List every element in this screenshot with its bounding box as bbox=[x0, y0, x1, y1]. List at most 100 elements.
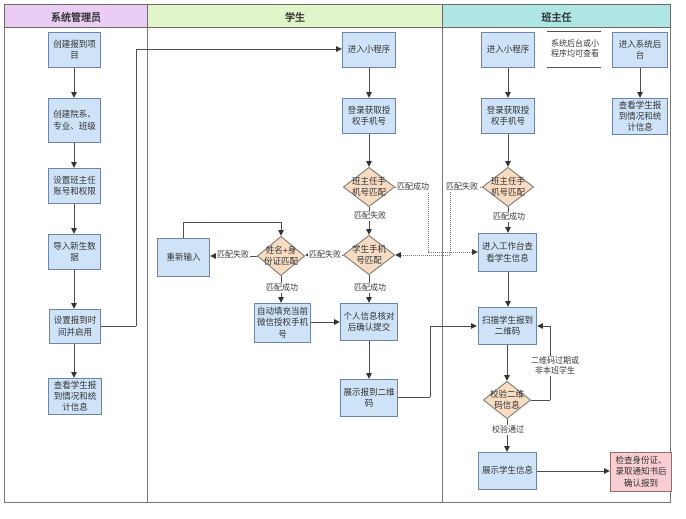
arrowhead bbox=[334, 318, 340, 325]
node-label: 个人信息核对后确认提交 bbox=[343, 310, 395, 332]
node-create-project[interactable]: 创建报到项目 bbox=[48, 32, 101, 68]
decision-verify-qrcode[interactable]: 校验二维码信息 bbox=[483, 381, 531, 419]
edge-label-match-fail: 匹配失败 bbox=[445, 182, 479, 192]
decision-label: 班主任手机号匹配 bbox=[351, 176, 386, 197]
node-admin-view-stats[interactable]: 查看学生报到情况和统计信息 bbox=[48, 378, 102, 415]
node-set-time-enable[interactable]: 设置报到时间并启用 bbox=[49, 309, 101, 344]
lane-header-student[interactable]: 学生 bbox=[147, 4, 443, 28]
arrowhead bbox=[70, 92, 77, 98]
node-confirm-submit[interactable]: 个人信息核对后确认提交 bbox=[340, 303, 398, 341]
node-teacher-login-get-phone[interactable]: 登录获取授权手机号 bbox=[481, 98, 535, 134]
connector bbox=[101, 326, 136, 327]
node-teacher-enter-miniprogram[interactable]: 进入小程序 bbox=[481, 32, 535, 68]
connector bbox=[183, 222, 184, 238]
connector bbox=[398, 397, 430, 398]
connector bbox=[507, 345, 508, 375]
node-scan-qrcode[interactable]: 扫描学生报到二维码 bbox=[478, 307, 537, 345]
lane-header-teacher[interactable]: 班主任 bbox=[442, 4, 671, 28]
arrowhead bbox=[365, 161, 372, 167]
lane-title-admin: 系统管理员 bbox=[51, 12, 101, 24]
node-label: 导入新生数据 bbox=[53, 240, 96, 262]
connector bbox=[508, 272, 509, 301]
node-label: 进入小程序 bbox=[486, 44, 530, 55]
decision-student-phone-match[interactable]: 学生手机号匹配 bbox=[343, 235, 395, 275]
arrowhead bbox=[365, 297, 372, 303]
decision-name-id-match[interactable]: 姓名+身份证匹配 bbox=[257, 236, 305, 276]
connector bbox=[136, 49, 137, 326]
edge-label-match-fail: 匹配失败 bbox=[353, 211, 387, 221]
decision-label: 校验二维码信息 bbox=[489, 389, 524, 410]
node-label: 进入工作台查看学生信息 bbox=[481, 241, 533, 263]
connector bbox=[430, 326, 431, 397]
node-label: 创建报到项目 bbox=[53, 38, 96, 60]
node-label: 登录获取授权手机号 bbox=[347, 104, 391, 126]
arrowhead bbox=[503, 446, 510, 452]
node-label: 检查身份证、录取通知书后确认报到 bbox=[615, 455, 667, 488]
arrowhead bbox=[70, 228, 77, 234]
arrowhead bbox=[70, 162, 77, 168]
arrowhead bbox=[636, 92, 643, 98]
node-student-login-get-phone[interactable]: 登录获取授权手机号 bbox=[342, 98, 396, 134]
arrowhead bbox=[365, 373, 372, 379]
node-label: 展示报到二维码 bbox=[343, 386, 395, 408]
lane-title-teacher: 班主任 bbox=[541, 12, 572, 24]
diamond-shape bbox=[483, 381, 531, 419]
connector-dotted bbox=[428, 187, 429, 252]
lane-header-admin[interactable]: 系统管理员 bbox=[4, 4, 148, 28]
decision-student-teacher-phone-match[interactable]: 班主任手机号匹配 bbox=[343, 167, 395, 207]
node-create-departments[interactable]: 创建院系、专业、班级 bbox=[48, 98, 101, 143]
connector bbox=[369, 68, 370, 92]
diamond-shape bbox=[343, 235, 395, 275]
diamond-shape bbox=[482, 167, 534, 207]
node-reenter[interactable]: 重新输入 bbox=[157, 238, 210, 277]
decision-label: 班主任手机号匹配 bbox=[490, 176, 525, 197]
node-label: 进入系统后台 bbox=[618, 38, 662, 60]
arrowhead bbox=[365, 229, 372, 235]
edge-label-match-fail: 匹配失败 bbox=[308, 250, 342, 260]
connector bbox=[430, 326, 471, 327]
arrowhead bbox=[604, 467, 610, 474]
arrowhead bbox=[395, 251, 401, 258]
lane-separator-1 bbox=[147, 27, 148, 503]
node-label: 扫描学生报到二维码 bbox=[481, 314, 533, 336]
node-show-student-info[interactable]: 展示学生信息 bbox=[478, 452, 537, 490]
decision-label: 姓名+身份证匹配 bbox=[263, 245, 298, 266]
note-top-line bbox=[547, 31, 601, 32]
node-student-enter-miniprogram[interactable]: 进入小程序 bbox=[342, 32, 396, 68]
node-label: 进入小程序 bbox=[347, 44, 391, 55]
lane-separator-2 bbox=[442, 27, 443, 503]
node-autofill-phone[interactable]: 自动填充当前微信授权手机号 bbox=[254, 303, 311, 343]
connector bbox=[537, 471, 604, 472]
arrowhead bbox=[504, 92, 511, 98]
node-import-students[interactable]: 导入新生数据 bbox=[48, 234, 101, 270]
arrowhead bbox=[503, 375, 510, 381]
edge-label-match-fail: 匹配失败 bbox=[216, 250, 250, 260]
node-enter-backend[interactable]: 进入系统后台 bbox=[612, 32, 668, 68]
connector bbox=[369, 341, 370, 373]
node-show-qrcode[interactable]: 展示报到二维码 bbox=[340, 379, 398, 417]
connector-dotted bbox=[401, 255, 450, 256]
decision-teacher-phone-match[interactable]: 班主任手机号匹配 bbox=[482, 167, 534, 207]
arrowhead bbox=[277, 230, 284, 236]
connector bbox=[281, 222, 282, 230]
edge-label-verify-pass: 校验通过 bbox=[491, 425, 525, 435]
connector bbox=[136, 49, 336, 50]
note-bottom-line bbox=[547, 67, 601, 68]
connector bbox=[74, 143, 75, 162]
edge-label-match-success: 匹配成功 bbox=[353, 283, 387, 293]
node-label: 查看学生报到情况和统计信息 bbox=[53, 379, 97, 413]
node-confirm-checkin[interactable]: 检查身份证、录取通知书后确认报到 bbox=[610, 452, 672, 492]
node-label: 设置报到时间并启用 bbox=[53, 315, 97, 337]
arrowhead bbox=[365, 92, 372, 98]
node-setup-teacher-accounts[interactable]: 设置班主任账号和权限 bbox=[48, 168, 101, 204]
decision-label: 学生手机号匹配 bbox=[351, 244, 386, 265]
arrowhead bbox=[277, 297, 284, 303]
node-label: 展示学生信息 bbox=[481, 465, 533, 476]
connector bbox=[640, 68, 641, 92]
arrowhead bbox=[336, 45, 342, 52]
node-teacher-view-stats[interactable]: 查看学生报到情况和统计信息 bbox=[612, 98, 668, 135]
connector-dotted bbox=[450, 187, 451, 255]
connector bbox=[543, 326, 550, 327]
connector bbox=[369, 134, 370, 161]
node-enter-workspace[interactable]: 进入工作台查看学生信息 bbox=[478, 233, 537, 272]
